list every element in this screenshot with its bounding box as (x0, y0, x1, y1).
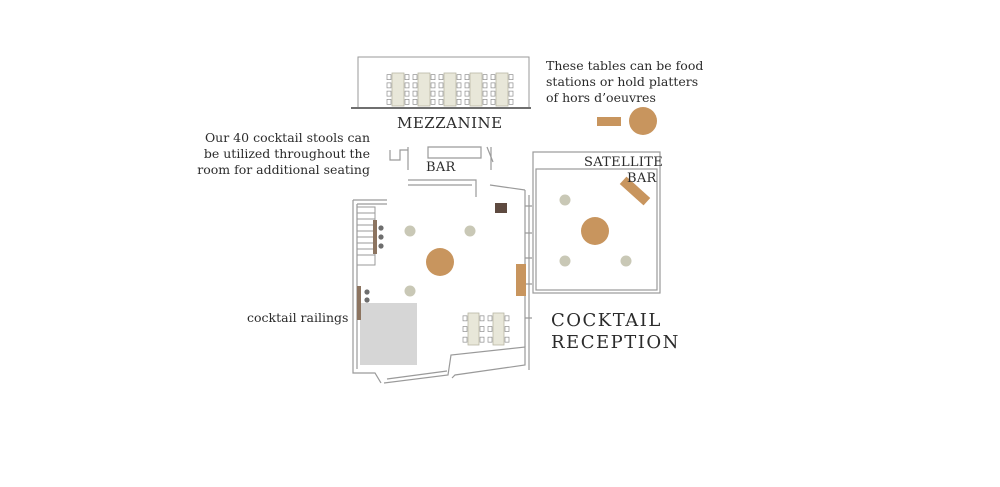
cocktail-railing-upper (373, 220, 377, 254)
mezzanine-banquet-tables (386, 72, 514, 107)
staircase (356, 206, 376, 266)
banquet-table-lower-1 (462, 312, 485, 346)
stools-note-line3: room for additional seating (197, 162, 370, 177)
main-room-rect-table (516, 264, 526, 296)
sample-rect-table (597, 117, 621, 126)
main-room-round-table (426, 248, 454, 276)
banquet-table-lower-2 (487, 312, 510, 346)
satellite-round-table (581, 217, 609, 245)
banquet-table-mezzanine-5 (490, 72, 514, 107)
cocktail-reception-label-line2: RECEPTION (551, 332, 680, 353)
cocktail-reception-label-line1: COCKTAIL (551, 310, 662, 331)
satellite-bar-label-line2: BAR (627, 171, 657, 186)
banquet-table-mezzanine-3 (438, 72, 462, 107)
cocktail-railing-lower (357, 286, 361, 320)
tables-note-line2: stations or hold platters (546, 74, 699, 89)
stools-note-line1: Our 40 cocktail stools can (204, 130, 370, 145)
stools-note-line2: be utilized throughout the (203, 146, 370, 161)
satellite-stools (559, 194, 632, 267)
sample-round-table (629, 107, 657, 135)
satellite-bar-counter (619, 176, 651, 206)
satellite-bar-label-line1: SATELLITE (584, 155, 664, 170)
stage-area (360, 303, 417, 365)
railings-note: cocktail railings (247, 310, 349, 325)
lower-banquet-tables (462, 312, 510, 346)
mezzanine-label: MEZZANINE (397, 114, 503, 132)
tables-note-line3: of hors d’oeuvres (546, 90, 656, 105)
satellite-room-walls (532, 151, 661, 294)
banquet-table-mezzanine-1 (386, 72, 410, 107)
banquet-table-mezzanine-2 (412, 72, 436, 107)
banquet-table-mezzanine-4 (464, 72, 488, 107)
column (495, 203, 507, 213)
main-room-stools (404, 225, 476, 297)
tables-note-line1: These tables can be food (546, 58, 704, 73)
bar-label: BAR (426, 160, 456, 175)
railing-stools (364, 225, 384, 303)
